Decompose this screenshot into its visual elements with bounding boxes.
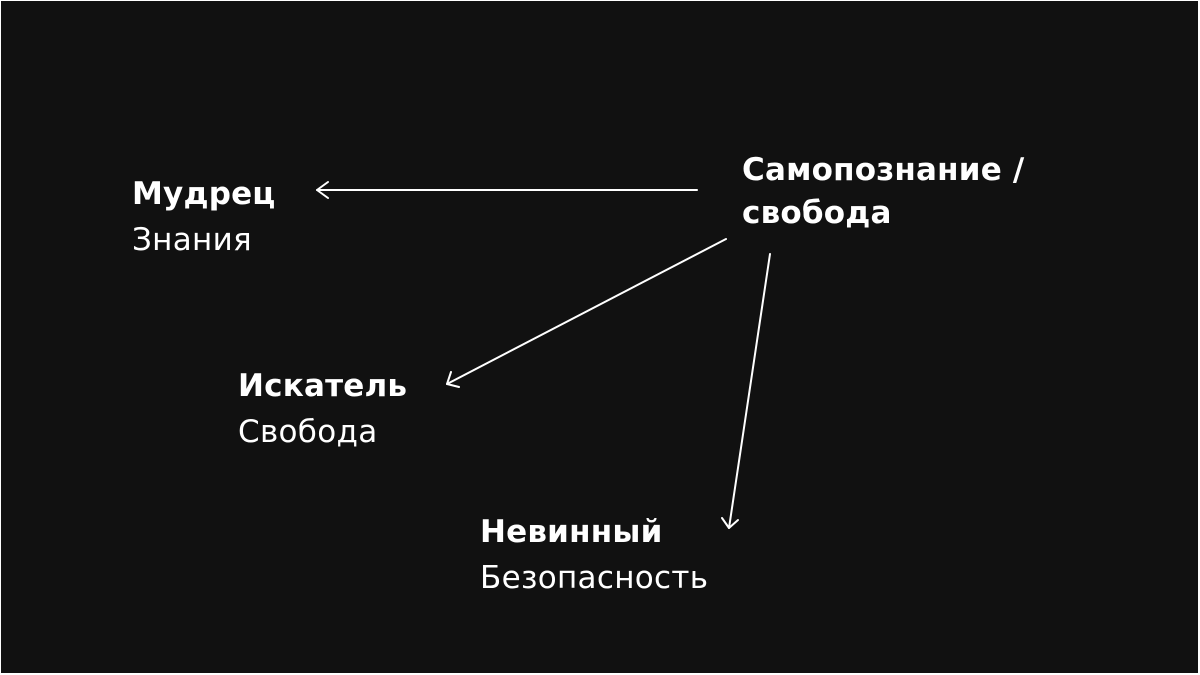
arrow-to-seeker <box>446 238 727 388</box>
arrow-to-seeker-head <box>446 371 460 388</box>
node-innocent-title: Невинный <box>480 514 663 550</box>
node-self-knowledge-title-line1: Самопознание / <box>742 152 1025 188</box>
node-innocent: Невинный Безопасность <box>480 509 708 601</box>
node-seeker: Искатель Свобода <box>238 363 407 455</box>
arrow-to-innocent-head <box>721 517 739 529</box>
node-seeker-title: Искатель <box>238 368 408 404</box>
node-innocent-subtitle: Безопасность <box>480 560 709 596</box>
node-sage-title: Мудрец <box>132 176 276 212</box>
node-self-knowledge-title-line2: свобода <box>742 195 892 231</box>
node-sage-subtitle: Знания <box>132 222 253 258</box>
arrow-to-innocent <box>721 253 771 529</box>
arrow-to-sage <box>316 181 698 199</box>
node-self-knowledge: Самопознание / свобода <box>742 149 1024 235</box>
arrow-to-seeker-line <box>446 238 727 385</box>
node-seeker-subtitle: Свобода <box>238 414 378 450</box>
arrow-to-innocent-line <box>728 253 771 529</box>
arrow-to-sage-head <box>316 181 329 199</box>
node-sage: Мудрец Знания <box>132 171 276 263</box>
